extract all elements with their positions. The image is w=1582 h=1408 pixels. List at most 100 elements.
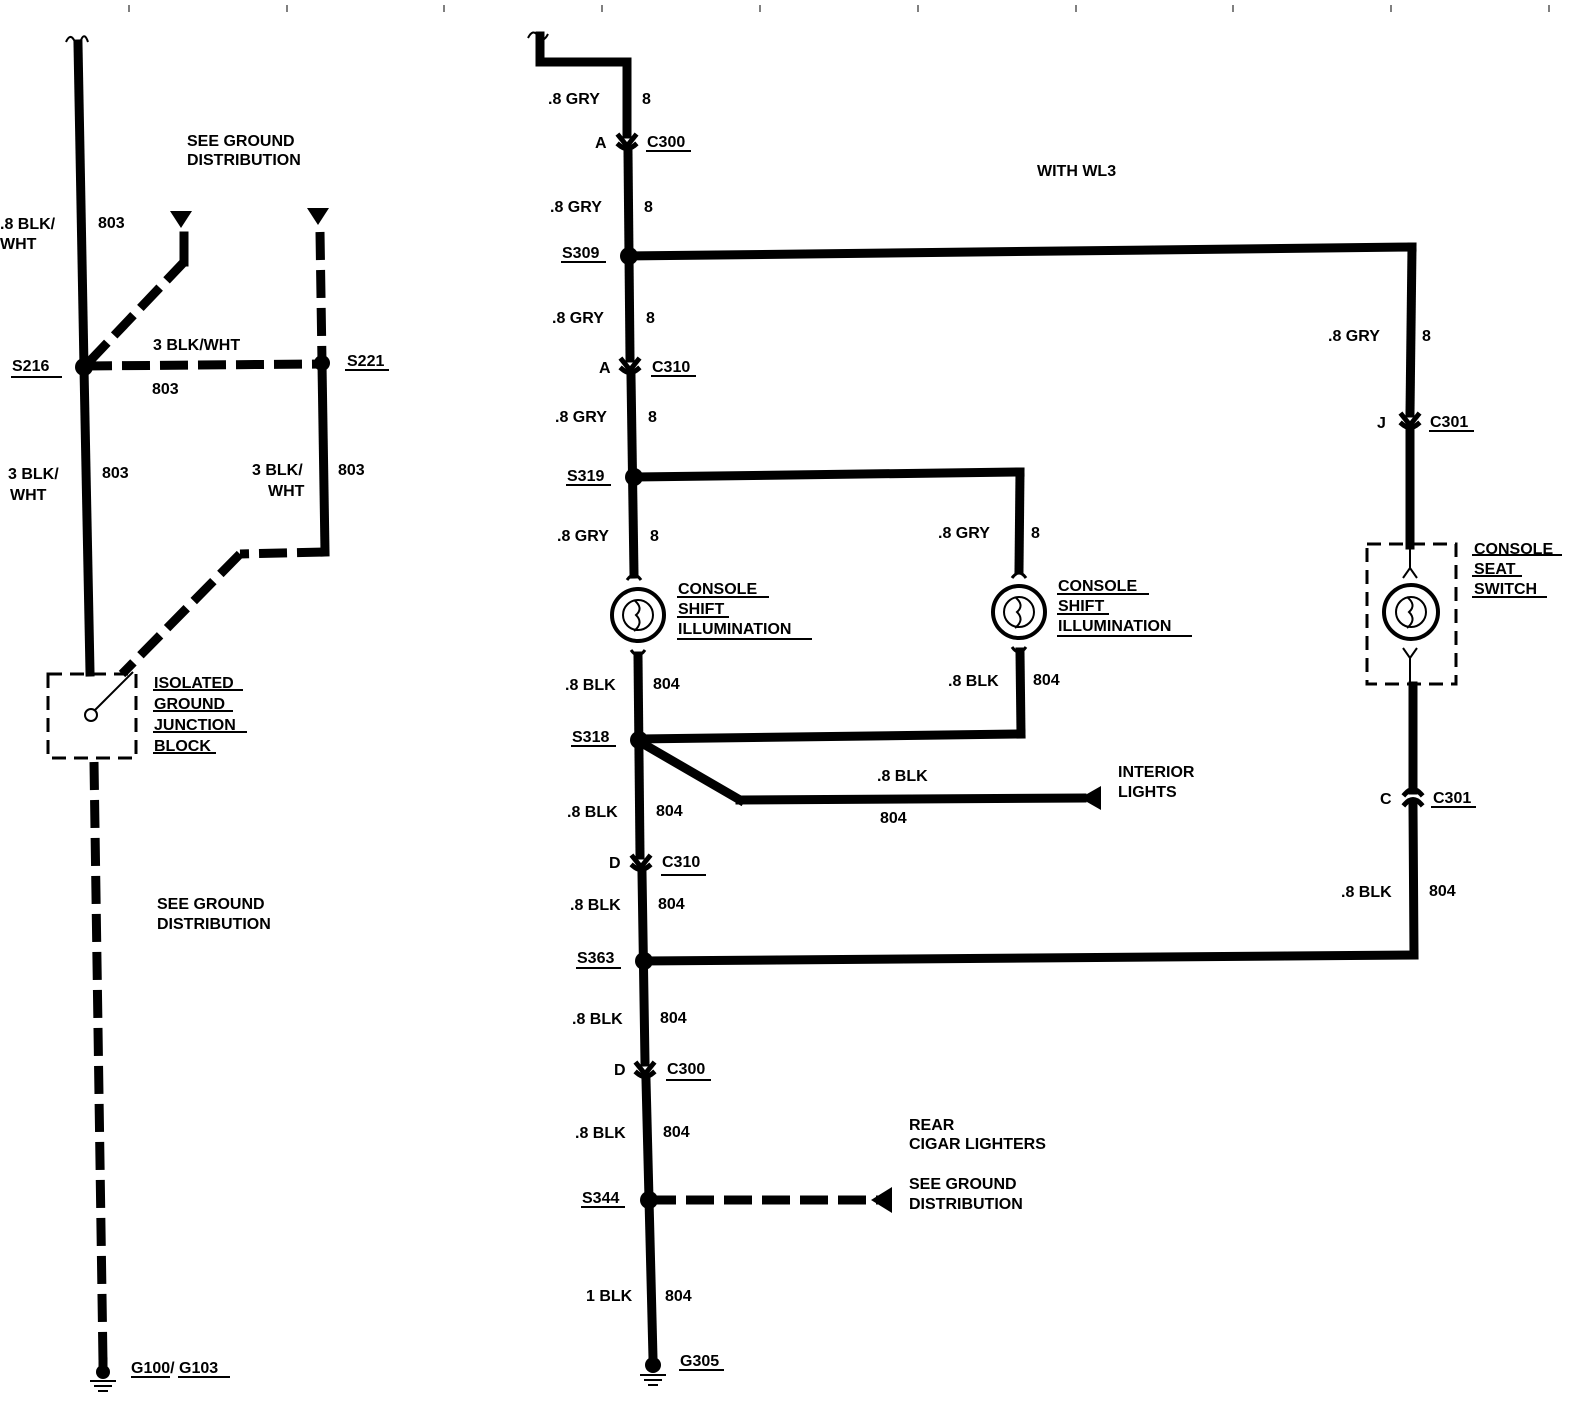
circuit-label: 804 xyxy=(665,1288,692,1305)
wire-color-label: .8 GRY xyxy=(938,525,990,542)
circuit-label: 803 xyxy=(98,215,125,232)
wire-color-label: .8 BLK xyxy=(575,1125,626,1142)
junction-block-label: GROUND xyxy=(154,696,225,713)
wire-s363-to-c301 xyxy=(639,950,1419,966)
wire-color-label: 1 BLK xyxy=(586,1288,633,1305)
wire-color-label: WHT xyxy=(0,236,37,253)
with-wl3-note: WITH WL3 xyxy=(1037,163,1116,180)
splice-s216-label: S216 xyxy=(12,358,49,375)
splice-s319-label: S319 xyxy=(567,468,604,485)
circuit-label: 803 xyxy=(338,462,365,479)
circuit-label: 804 xyxy=(1033,672,1060,689)
splice-s344-dot xyxy=(640,1191,658,1209)
wire-803-left-lower xyxy=(79,363,95,677)
circuit-label: 804 xyxy=(656,803,683,820)
interior-lights-label: LIGHTS xyxy=(1118,784,1177,801)
bulb2-label: ILLUMINATION xyxy=(1058,618,1171,635)
circuit-label: 804 xyxy=(663,1124,690,1141)
connector-pin-label: D xyxy=(614,1062,626,1079)
wire-color-label: 3 BLK/ xyxy=(8,466,59,483)
wire-s318-to-bulb2 xyxy=(634,729,1026,744)
bulb-icon xyxy=(1382,583,1440,641)
circuit-label: 8 xyxy=(648,409,657,426)
arrow-down-icon xyxy=(307,208,329,225)
wire-color-label: WHT xyxy=(268,483,305,500)
circuit-label: 8 xyxy=(642,91,651,108)
splice-s309-label: S309 xyxy=(562,245,599,262)
rear-cigar-label: REAR xyxy=(909,1117,955,1134)
circuit-label: 8 xyxy=(644,199,653,216)
wire-color-label: .8 GRY xyxy=(552,310,604,327)
connector-pin-label: C xyxy=(1380,791,1392,808)
border-ticks xyxy=(128,5,1550,12)
wire-color-label: .8 BLK xyxy=(570,897,621,914)
seat-switch-label: SEAT xyxy=(1474,561,1516,578)
circuit-label: 804 xyxy=(660,1010,687,1027)
right-labels: .8 GRY 8 J C301 CONSOLE SEAT SWITCH C C3… xyxy=(1328,328,1553,901)
bulb2-label: CONSOLE xyxy=(1058,578,1137,595)
wire-color-label: .8 BLK/ xyxy=(0,216,56,233)
connector-c301-bottom-icon xyxy=(1401,787,1425,808)
connector-pin-label: A xyxy=(599,360,611,377)
left-labels: SEE GROUND DISTRIBUTION .8 BLK/ WHT 803 … xyxy=(0,133,384,1377)
connector-c301-label: C301 xyxy=(1433,790,1471,807)
interior-wire-circuit-label: 804 xyxy=(880,810,907,827)
splice-s318-label: S318 xyxy=(572,729,609,746)
wire-color-label: .8 BLK xyxy=(572,1011,623,1028)
connector-c310-label: C310 xyxy=(652,359,690,376)
wire-diag-lower xyxy=(118,550,244,678)
bulb1-socket-top-icon xyxy=(625,573,643,581)
seat-switch-label: SWITCH xyxy=(1474,581,1537,598)
splice-s221-dot xyxy=(314,355,330,371)
wire-color-label: 3 BLK/ xyxy=(252,462,303,479)
interior-wire-color-label: .8 BLK xyxy=(877,768,928,785)
bulb-icon xyxy=(991,584,1047,640)
seat-switch-label: CONSOLE xyxy=(1474,541,1553,558)
bulb2-label: SHIFT xyxy=(1058,598,1104,615)
wire-color-label: .8 BLK xyxy=(565,677,616,694)
ground-g305-label: G305 xyxy=(680,1353,719,1370)
connector-c301-label: C301 xyxy=(1430,414,1468,431)
circuit-label: 8 xyxy=(1031,525,1040,542)
bulb1-label: ILLUMINATION xyxy=(678,621,791,638)
splice-s221-label: S221 xyxy=(347,353,384,370)
splice-s318-dot xyxy=(630,731,648,749)
see-ground-top-line1: SEE GROUND xyxy=(187,133,295,150)
wire-color-label: .8 BLK xyxy=(948,673,999,690)
interior-lights-label: INTERIOR xyxy=(1118,764,1195,781)
wire-s309-to-c301 xyxy=(623,242,1417,261)
circuit-label: 8 xyxy=(1422,328,1431,345)
circuit-label: 8 xyxy=(646,310,655,327)
junction-block-label: JUNCTION xyxy=(154,717,236,734)
wire-s319-to-bulb2 xyxy=(629,467,1025,482)
middle-branch xyxy=(991,467,1192,739)
see-ground-bottom-line1: SEE GROUND xyxy=(157,896,265,913)
arrow-left-icon xyxy=(871,1187,892,1213)
arrow-down-icon xyxy=(170,211,192,228)
junction-terminal-icon xyxy=(84,708,98,722)
wire-color-label: .8 BLK xyxy=(1341,884,1392,901)
main-circuit xyxy=(527,31,1419,1386)
bulb1-label: CONSOLE xyxy=(678,581,757,598)
main-labels: WITH WL3 .8 GRY 8 A C300 .8 GRY 8 S309 .… xyxy=(548,91,1116,1370)
wire-color-label: .8 GRY xyxy=(1328,328,1380,345)
right-branch xyxy=(1365,242,1562,960)
connector-c300-label: C300 xyxy=(647,134,685,151)
wire-color-label: .8 GRY xyxy=(550,199,602,216)
splice-s344-label: S344 xyxy=(582,1190,619,1207)
splice-s363-dot xyxy=(635,952,653,970)
wire-interior-lights xyxy=(633,735,747,807)
see-ground-top-line2: DISTRIBUTION xyxy=(187,152,301,169)
bulb1-label: SHIFT xyxy=(678,601,724,618)
ground-symbol-icon xyxy=(640,1357,666,1386)
wire-color-label: .8 GRY xyxy=(555,409,607,426)
wire-color-label: .8 GRY xyxy=(557,528,609,545)
wire-bridge-circuit-label: 803 xyxy=(152,381,179,398)
circuit-label: 803 xyxy=(102,465,129,482)
circuit-label: 804 xyxy=(658,896,685,913)
wire-bridge-803 xyxy=(83,359,321,371)
see-ground-label: DISTRIBUTION xyxy=(909,1196,1023,1213)
wire-color-label: .8 BLK xyxy=(567,804,618,821)
splice-s216-dot xyxy=(75,358,93,376)
wire-color-label: .8 GRY xyxy=(548,91,600,108)
